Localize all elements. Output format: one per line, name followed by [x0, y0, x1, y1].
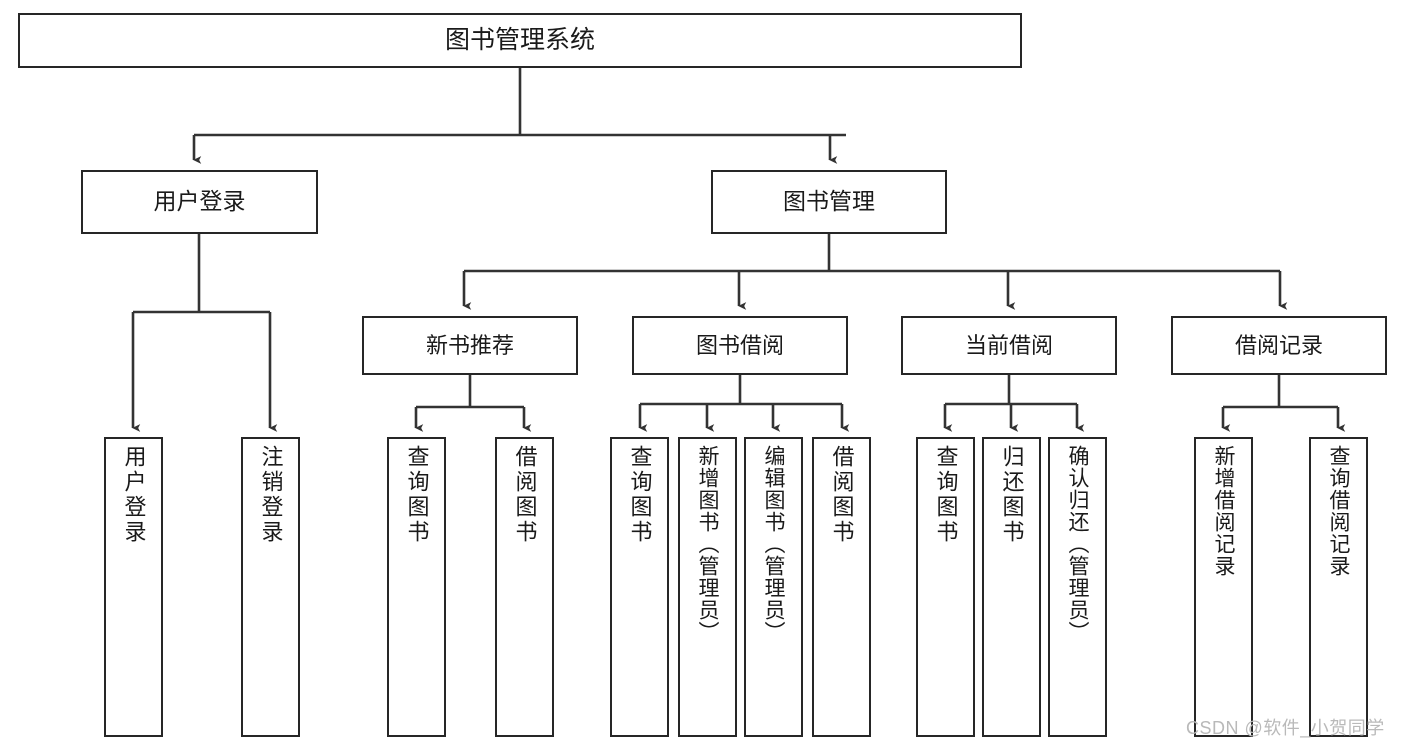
- node-leaf-query-book-current[interactable]: 查询图书: [916, 437, 975, 737]
- node-leaf-user-login[interactable]: 用户登录: [104, 437, 163, 737]
- node-label: 新增借阅记录: [1212, 445, 1235, 577]
- node-book-borrow[interactable]: 图书借阅: [632, 316, 848, 375]
- node-label: 新书推荐: [425, 332, 514, 358]
- node-current-borrow[interactable]: 当前借阅: [901, 316, 1117, 375]
- node-label: 查询图书: [404, 445, 430, 545]
- node-label: 新增图书（管理员）: [696, 445, 719, 643]
- node-new-book-recommend[interactable]: 新书推荐: [362, 316, 578, 375]
- watermark: CSDN @软件_小贺同学: [1186, 718, 1385, 738]
- node-leaf-borrow-book[interactable]: 借阅图书: [812, 437, 871, 737]
- node-leaf-edit-book-admin[interactable]: 编辑图书（管理员）: [744, 437, 803, 737]
- node-user-login[interactable]: 用户登录: [81, 170, 318, 234]
- node-label: 借阅图书: [829, 445, 855, 545]
- node-label: 确认归还（管理员）: [1066, 445, 1089, 643]
- node-label: 查询图书: [627, 445, 653, 545]
- node-label: 查询借阅记录: [1327, 445, 1350, 577]
- node-leaf-query-book-recommend[interactable]: 查询图书: [387, 437, 446, 737]
- node-label: 图书借阅: [695, 332, 784, 358]
- node-label: 用户登录: [153, 188, 246, 215]
- node-label: 借阅记录: [1234, 332, 1323, 358]
- node-book-management[interactable]: 图书管理: [711, 170, 947, 234]
- node-label: 归还图书: [999, 445, 1025, 545]
- node-leaf-add-borrow-record[interactable]: 新增借阅记录: [1194, 437, 1253, 737]
- node-label: 用户登录: [121, 445, 147, 545]
- node-label: 图书管理系统: [444, 25, 595, 54]
- node-book-management-system[interactable]: 图书管理系统: [18, 13, 1022, 68]
- node-label: 查询图书: [933, 445, 959, 545]
- node-leaf-borrow-book-recommend[interactable]: 借阅图书: [495, 437, 554, 737]
- node-leaf-confirm-return-admin[interactable]: 确认归还（管理员）: [1048, 437, 1107, 737]
- node-leaf-query-borrow-record[interactable]: 查询借阅记录: [1309, 437, 1368, 737]
- node-label: 借阅图书: [512, 445, 538, 545]
- node-leaf-return-book[interactable]: 归还图书: [982, 437, 1041, 737]
- node-label: 图书管理: [783, 188, 875, 215]
- node-borrow-record[interactable]: 借阅记录: [1171, 316, 1387, 375]
- node-label: 注销登录: [258, 445, 284, 545]
- node-leaf-logout[interactable]: 注销登录: [241, 437, 300, 737]
- node-leaf-query-book-borrow[interactable]: 查询图书: [610, 437, 669, 737]
- node-leaf-add-book-admin[interactable]: 新增图书（管理员）: [678, 437, 737, 737]
- node-label: 当前借阅: [964, 332, 1053, 358]
- node-label: 编辑图书（管理员）: [762, 445, 785, 643]
